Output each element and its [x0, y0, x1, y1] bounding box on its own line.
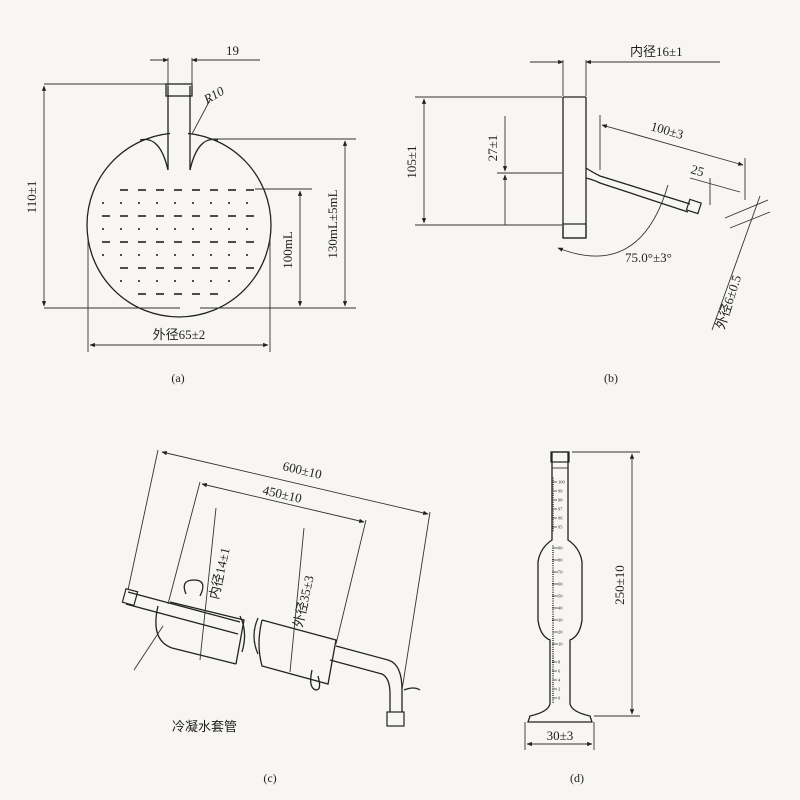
caption-a: (a) — [171, 371, 184, 385]
dim-b-outer-diameter: 外径6±0.5 — [713, 273, 745, 331]
scale-label: 50 — [558, 594, 563, 599]
panel-a-flask: 19 R10 110±1 100mL 130mL±5mL 外径65±2 (a) — [24, 43, 356, 385]
dim-c-jacket-length: 450±10 — [261, 482, 303, 506]
flask-neck-lip — [165, 83, 193, 97]
dim-c-inner-diameter: 内径14±1 — [206, 546, 232, 601]
scale-label: 80 — [558, 558, 563, 563]
scale-label: 97 — [558, 507, 563, 512]
scale-label: 60 — [558, 582, 563, 587]
water-outlet — [310, 669, 321, 691]
scale-label: 6 — [558, 669, 561, 674]
caption-b: (b) — [604, 371, 618, 385]
condenser-inner-tube — [125, 591, 241, 635]
dim-neck-width: 19 — [226, 43, 239, 58]
scale-label: 2 — [558, 687, 560, 692]
condenser-jacket-left — [155, 601, 245, 665]
scale-label: 20 — [558, 630, 563, 635]
scale-label: 95 — [558, 525, 563, 530]
scale-label: 30 — [558, 618, 563, 623]
dim-d-height: 250±10 — [612, 565, 627, 605]
condenser-jacket-right — [258, 619, 337, 685]
caption-c: (c) — [263, 771, 276, 785]
scale-label: 96 — [558, 516, 563, 521]
dim-c-outer-diameter: 外径35±3 — [290, 574, 316, 629]
dim-outer-diameter: 外径65±2 — [153, 327, 206, 342]
dim-b-angle: 75.0°±3° — [625, 250, 672, 265]
scale-label: 40 — [558, 606, 563, 611]
tee-side-arm — [585, 167, 691, 213]
scale-label: 70 — [558, 570, 563, 575]
liquid-marks — [102, 189, 254, 295]
scale-label: 99 — [558, 489, 563, 494]
label-jacket: 冷凝水套管 — [172, 719, 237, 734]
dim-height: 110±1 — [24, 181, 39, 214]
scale-label: 98 — [558, 498, 563, 503]
panel-b-tee: 内径16±1 105±1 27±1 100±3 25 75.0°±3° 外径6±… — [404, 44, 771, 385]
flask-neck — [167, 86, 191, 170]
scale-label: 0 — [558, 696, 561, 701]
dim-b-tube-length: 100±3 — [649, 118, 685, 142]
dim-neck-radius: R10 — [200, 83, 227, 107]
condenser-outlet — [329, 645, 403, 712]
dim-d-base-width: 30±3 — [547, 728, 574, 743]
scale-label: 8 — [558, 660, 561, 665]
dim-b-total-height: 105±1 — [404, 145, 419, 178]
dim-b-inner-diameter: 内径16±1 — [630, 44, 683, 59]
angle-arc — [557, 184, 669, 257]
scale-label: 4 — [558, 678, 561, 683]
caption-d: (d) — [570, 771, 584, 785]
tee-main-tube — [562, 96, 587, 239]
scale-label: 100 — [558, 480, 566, 485]
burette-body — [527, 451, 593, 723]
dim-total-volume: 130mL±5mL — [325, 189, 340, 258]
dim-liquid-volume: 100mL — [280, 231, 295, 269]
scale-label: 90 — [558, 546, 563, 551]
panel-c-condenser: 600±10 450±10 内径14±1 外径35±3 冷凝水套管 (c) — [121, 449, 431, 785]
dim-b-tip-length: 25 — [689, 161, 706, 179]
dim-b-branch-height: 27±1 — [485, 135, 500, 162]
water-inlet — [183, 579, 204, 597]
scale-label: 10 — [558, 642, 563, 647]
dim-c-total-length: 600±10 — [281, 458, 323, 482]
